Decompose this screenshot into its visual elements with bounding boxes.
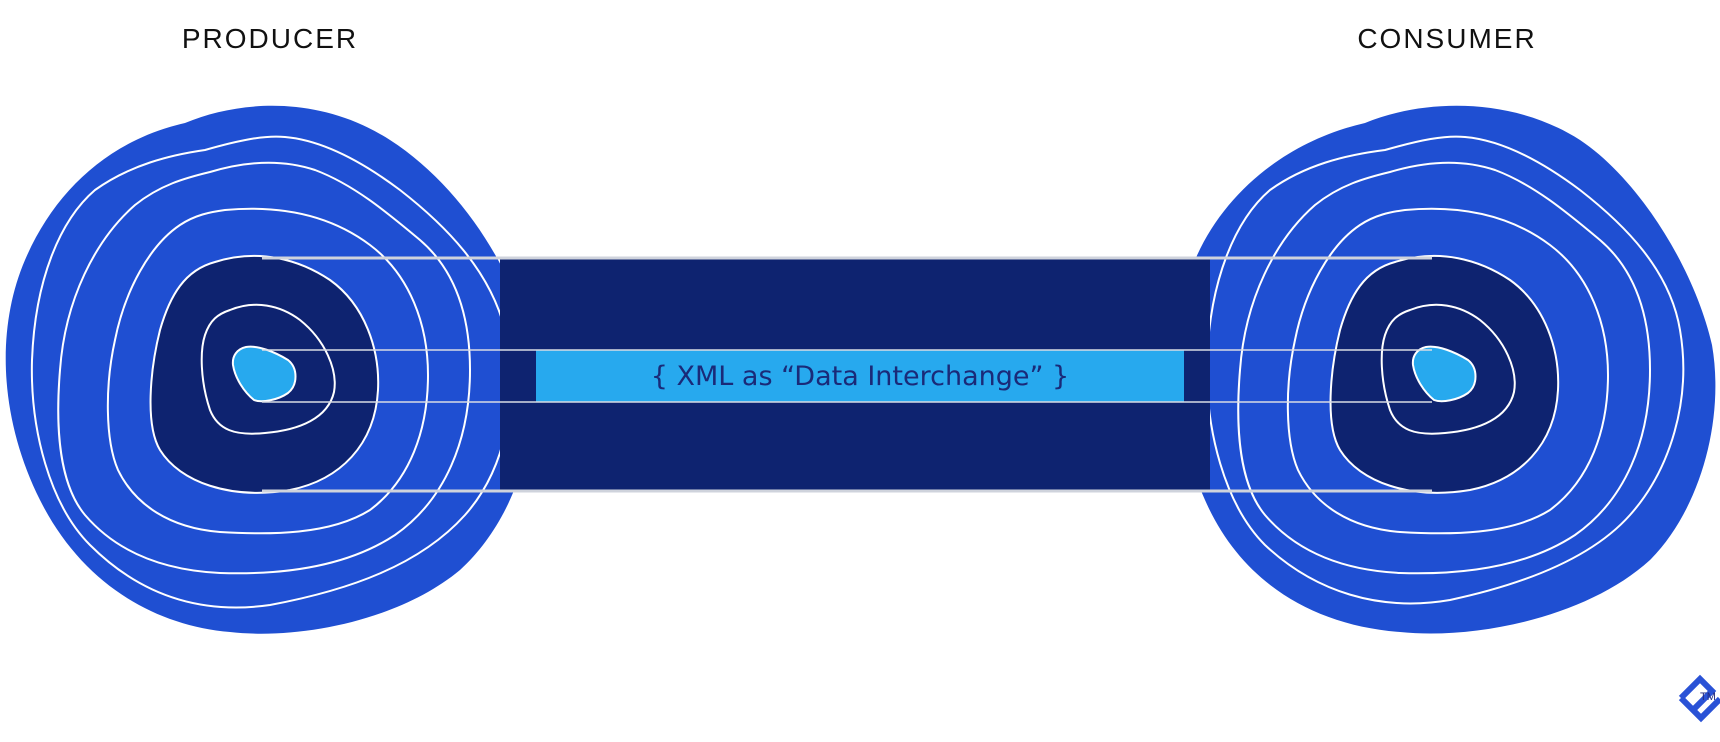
- brand-logo: TM: [1678, 674, 1720, 723]
- consumer-onion: [1177, 105, 1716, 634]
- consumer-ring-5: [1380, 303, 1516, 435]
- consumer-ring-1: [1205, 135, 1685, 605]
- producer-ring-5: [200, 303, 336, 435]
- producer-ring-3: [106, 207, 430, 535]
- pipe: { XML as “Data Interchange” }: [262, 256, 1432, 493]
- trademark-label: TM: [1700, 691, 1716, 703]
- consumer-ring-4: [1329, 255, 1560, 494]
- consumer-title: CONSUMER: [1357, 23, 1536, 54]
- consumer-ring-2: [1237, 161, 1652, 575]
- producer-onion: [5, 105, 534, 634]
- consumer-core: [1411, 345, 1477, 403]
- producer-title: PRODUCER: [182, 23, 358, 54]
- producer-core: [231, 345, 297, 403]
- pipe-label: { XML as “Data Interchange” }: [651, 361, 1069, 392]
- producer-ring-2: [57, 161, 472, 575]
- toptal-logo-icon: [1678, 674, 1720, 723]
- pipe-channel: [536, 350, 1184, 402]
- consumer-ring-3: [1286, 207, 1610, 535]
- producer-ring-1: [30, 135, 512, 609]
